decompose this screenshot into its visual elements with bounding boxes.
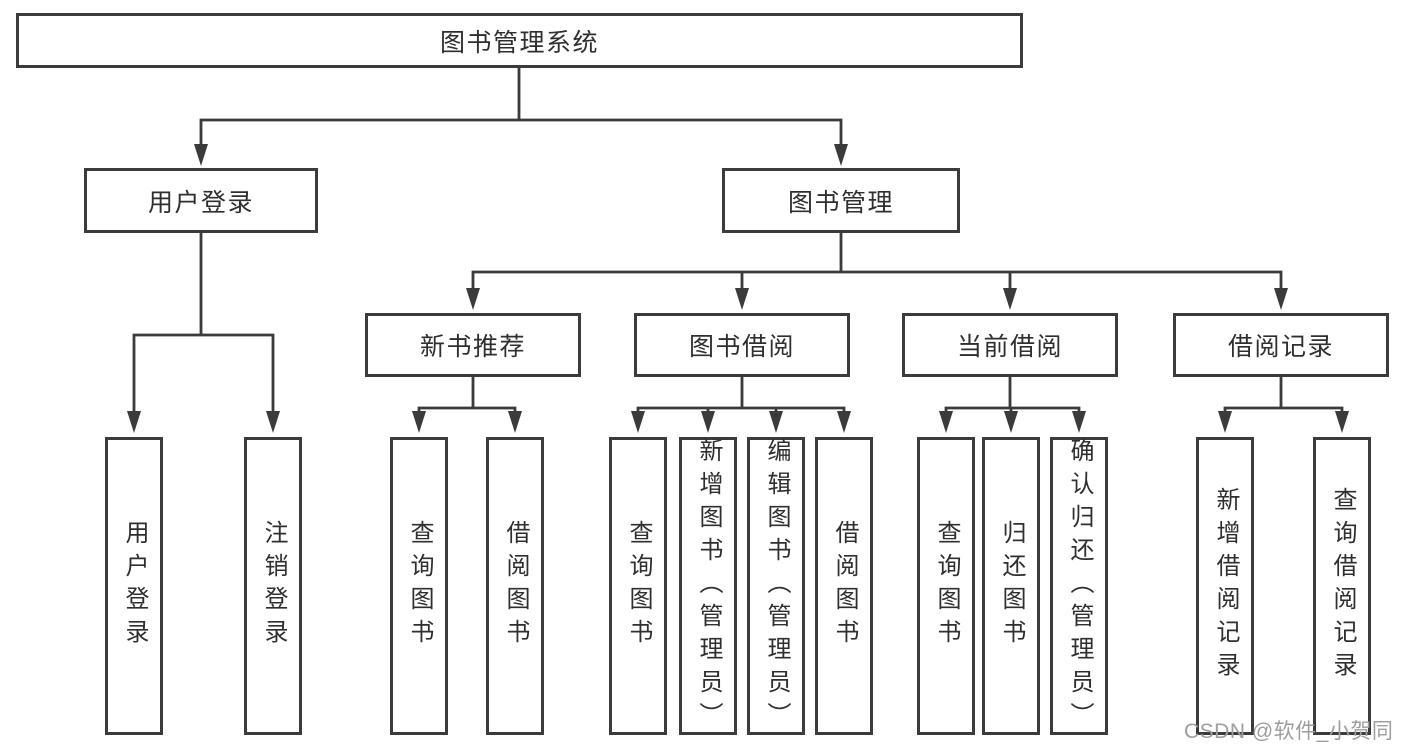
csdn-watermark: CSDN @软件_小贺同学 <box>1184 720 1394 743</box>
node-label: 借阅记录 <box>1227 333 1334 361</box>
node-label: 编辑图书（管理员） <box>763 437 790 735</box>
leaf-query-books-recommend: 查询图书 <box>390 437 448 735</box>
connector-bookmgmt-to-level3 <box>471 233 1283 288</box>
node-label: 查询图书 <box>406 520 433 652</box>
connector-recommend-to-leaves <box>417 377 517 411</box>
node-new-book-recommend: 新书推荐 <box>365 313 581 377</box>
arrow-down-icon <box>412 411 426 433</box>
arrow-down-icon <box>735 288 749 310</box>
connector-root-to-level2 <box>199 68 843 144</box>
node-label: 图书借阅 <box>688 333 795 361</box>
leaf-query-books-current: 查询图书 <box>917 437 975 735</box>
node-label: 查询借阅记录 <box>1329 487 1356 685</box>
node-label: 新增借阅记录 <box>1212 487 1239 685</box>
node-book-borrowing: 图书借阅 <box>634 313 850 377</box>
arrow-down-icon <box>466 288 480 310</box>
connector-records-to-leaves <box>1223 377 1344 411</box>
arrow-down-icon <box>266 411 280 433</box>
arrow-down-icon <box>1218 411 1232 433</box>
node-label: 注销登录 <box>260 520 287 652</box>
node-current-borrowing: 当前借阅 <box>902 313 1118 377</box>
arrow-down-icon <box>1335 411 1349 433</box>
node-label: 借阅图书 <box>831 520 858 652</box>
node-book-management: 图书管理 <box>722 168 960 233</box>
leaf-edit-book-admin: 编辑图书（管理员） <box>747 437 805 735</box>
node-label: 归还图书 <box>998 520 1025 652</box>
node-label: 图书管理 <box>787 188 894 217</box>
leaf-query-borrow-record: 查询借阅记录 <box>1313 437 1371 735</box>
arrow-down-icon <box>127 411 141 433</box>
node-user-login: 用户登录 <box>84 168 318 233</box>
arrow-down-icon <box>1004 411 1018 433</box>
arrow-down-icon <box>194 144 208 166</box>
node-label: 查询图书 <box>625 520 652 652</box>
leaf-user-login: 用户登录 <box>105 437 163 735</box>
connector-userlogin-to-leaves <box>132 233 275 411</box>
node-label: 新书推荐 <box>419 333 526 361</box>
leaf-borrow-books-recommend: 借阅图书 <box>486 437 544 735</box>
arrow-down-icon <box>508 411 522 433</box>
arrowheads <box>127 144 1349 433</box>
node-label: 新增图书（管理员） <box>695 437 722 735</box>
node-library-management-system: 图书管理系统 <box>16 13 1023 68</box>
arrow-down-icon <box>837 411 851 433</box>
node-label: 当前借阅 <box>956 333 1063 361</box>
arrow-down-icon <box>631 411 645 433</box>
node-borrowing-records: 借阅记录 <box>1173 313 1389 377</box>
connector-borrow-to-leaves <box>636 377 846 411</box>
node-label: 查询图书 <box>933 520 960 652</box>
arrow-down-icon <box>1003 288 1017 310</box>
leaf-add-borrow-record: 新增借阅记录 <box>1196 437 1254 735</box>
leaf-borrow-books: 借阅图书 <box>815 437 873 735</box>
arrow-down-icon <box>834 144 848 166</box>
node-label: 用户登录 <box>121 520 148 652</box>
leaf-confirm-return-admin: 确认归还（管理员） <box>1050 437 1108 735</box>
arrow-down-icon <box>1072 411 1086 433</box>
node-label: 图书管理系统 <box>439 28 599 57</box>
arrow-down-icon <box>939 411 953 433</box>
leaf-logout: 注销登录 <box>244 437 302 735</box>
arrow-down-icon <box>769 411 783 433</box>
arrow-down-icon <box>701 411 715 433</box>
leaf-add-book-admin: 新增图书（管理员） <box>679 437 737 735</box>
connector-current-to-leaves <box>944 377 1081 411</box>
arrow-down-icon <box>1274 288 1288 310</box>
leaf-return-book: 归还图书 <box>982 437 1040 735</box>
node-label: 借阅图书 <box>502 520 529 652</box>
node-label: 确认归还（管理员） <box>1066 437 1093 735</box>
node-label: 用户登录 <box>147 188 254 217</box>
leaf-query-books-borrowing: 查询图书 <box>609 437 667 735</box>
